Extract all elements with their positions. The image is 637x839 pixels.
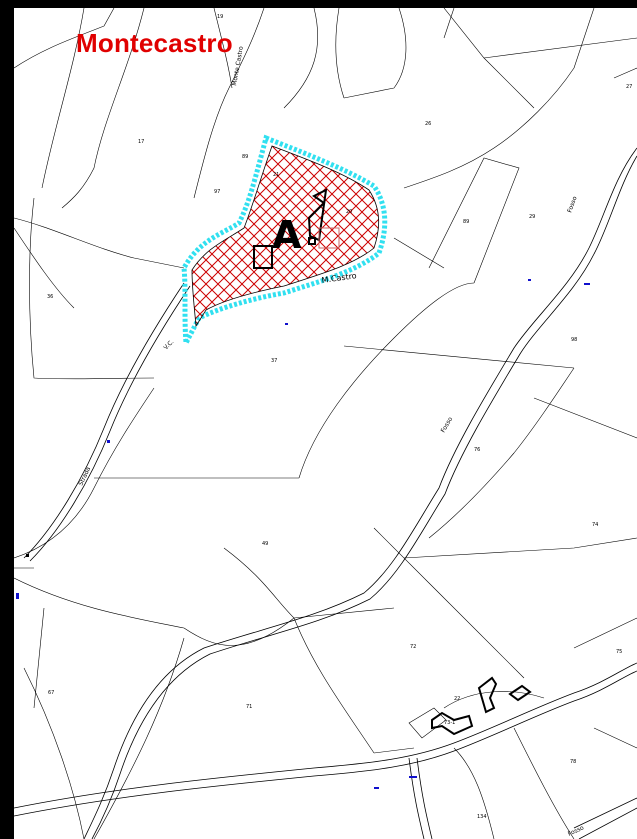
site-structures <box>253 188 340 269</box>
parcel-number: 89 <box>242 154 248 160</box>
parcel-number: 72 <box>410 644 416 650</box>
blue-marker <box>285 323 288 325</box>
parcel-number: 98 <box>571 337 577 343</box>
parcel-numbers: 19 26 17 89 29 97 89 36 37 98 27 76 74 4… <box>47 14 632 820</box>
parcel-number: 97 <box>214 189 220 195</box>
archaeological-area[interactable] <box>191 145 380 328</box>
road-label-monte-castro: Monte Castro <box>231 45 245 86</box>
black-marker <box>26 554 29 557</box>
parcel-number: 20 <box>346 209 352 215</box>
parcel-number: 22 <box>454 696 460 702</box>
parcel-number: 78 <box>570 759 576 765</box>
parcel-number: 49 <box>262 541 268 547</box>
parcel-number: 19 <box>217 14 223 20</box>
map-canvas: A M.Castro Monte Castro V.C. Strada Foss… <box>14 8 637 839</box>
roads <box>14 147 637 839</box>
parcel-number: 75 <box>616 649 622 655</box>
parcel-number: 17 <box>138 139 144 145</box>
blue-markers <box>16 279 590 789</box>
blue-marker <box>16 593 19 599</box>
parcel-number: 67 <box>48 690 54 696</box>
road-label-vc: V.C. <box>162 338 175 351</box>
blue-marker <box>107 440 110 443</box>
road-label-fosso-2: Fosso <box>566 195 578 214</box>
road-label-strada: Strada <box>77 466 92 487</box>
buildings <box>408 676 532 739</box>
parcel-number: 21 <box>273 172 279 178</box>
blue-marker <box>374 787 379 789</box>
road-label-fosso-3: Fosso <box>567 824 586 838</box>
place-label: M.Castro <box>321 271 357 285</box>
parcel-number: 73-1 <box>444 720 455 726</box>
parcel-number: 89 <box>463 219 469 225</box>
parcel-boundaries <box>14 8 637 839</box>
parcel-number: 29 <box>529 214 535 220</box>
parcel-number: 76 <box>474 447 480 453</box>
cadastral-map[interactable]: A M.Castro Monte Castro V.C. Strada Foss… <box>14 8 637 839</box>
parcel-number: 134 <box>477 814 487 820</box>
parcel-number: 71 <box>246 704 252 710</box>
parcel-number: 37 <box>271 358 277 364</box>
road-label-fosso-1: Fosso <box>440 416 455 434</box>
parcel-number: 26 <box>425 121 431 127</box>
blue-marker <box>528 279 531 281</box>
map-title: Montecastro <box>76 28 233 58</box>
blue-marker <box>409 776 417 778</box>
parcel-number: 27 <box>626 84 632 90</box>
parcel-number: 74 <box>592 522 598 528</box>
site-marker: A <box>272 213 302 257</box>
blue-marker <box>584 283 590 285</box>
parcel-number: 36 <box>47 294 53 300</box>
